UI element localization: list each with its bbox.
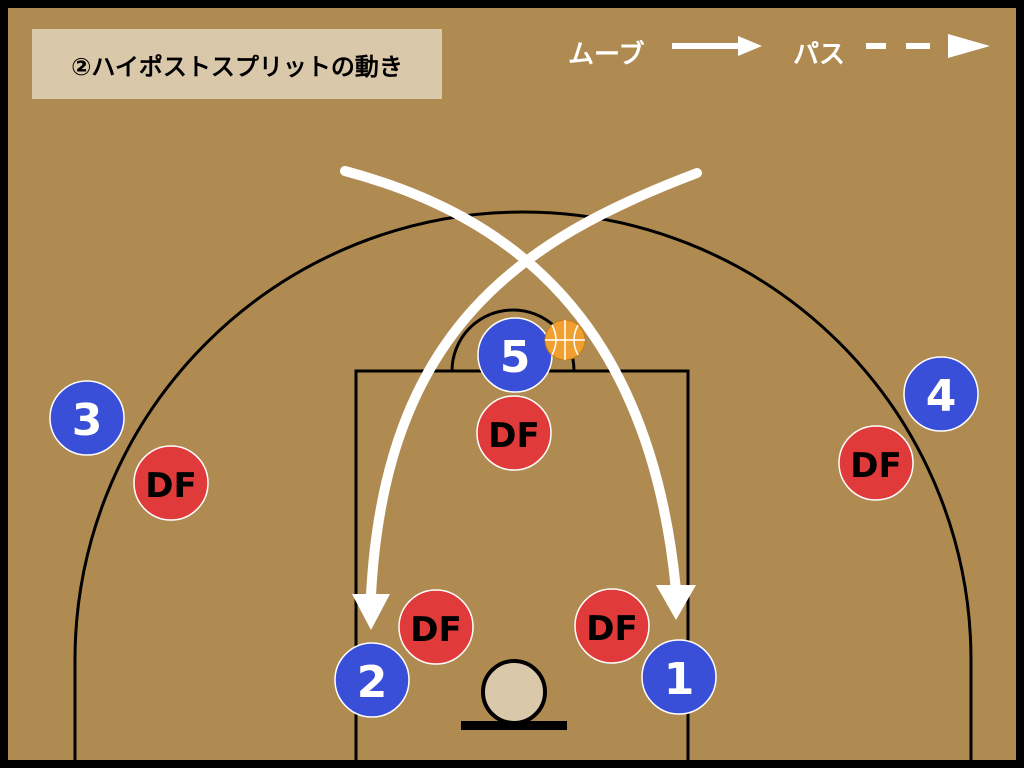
defender-right-post-label: DF xyxy=(586,609,637,649)
move-arrow-4-to-2 xyxy=(366,168,702,600)
legend-move-label: ムーブ xyxy=(568,40,645,70)
offense-player-1-label: 1 xyxy=(664,654,695,705)
offense-player-2: 2 xyxy=(334,642,410,718)
offense-player-2-label: 2 xyxy=(357,657,388,708)
defender-left-post-label: DF xyxy=(410,610,461,650)
defender-right-wing: DF xyxy=(838,425,914,501)
defender-left-wing-label: DF xyxy=(145,466,196,506)
offense-player-5-label: 5 xyxy=(500,332,531,383)
defender-top: DF xyxy=(476,395,552,471)
offense-player-5: 5 xyxy=(477,317,553,393)
backboard xyxy=(461,721,567,730)
offense-player-1: 1 xyxy=(641,639,717,715)
offense-player-4-label: 4 xyxy=(926,371,957,422)
defender-top-label: DF xyxy=(488,416,539,456)
basketball-icon xyxy=(544,319,586,361)
legend-pass-label: パス xyxy=(793,40,846,70)
arrowhead-2 xyxy=(352,594,390,630)
dashed-arrow-icon xyxy=(948,34,990,58)
arrowhead-1 xyxy=(656,585,696,620)
diagram-title: ②ハイポストスプリットの動き xyxy=(71,52,403,81)
solid-arrow-icon xyxy=(738,36,762,56)
defender-left-post: DF xyxy=(398,589,474,665)
defender-left-wing: DF xyxy=(133,445,209,521)
rim xyxy=(481,659,547,725)
three-point-line xyxy=(73,210,973,760)
offense-player-3-label: 3 xyxy=(72,395,103,446)
offense-player-4: 4 xyxy=(903,356,979,432)
title-box: ②ハイポストスプリットの動き xyxy=(32,29,442,99)
offense-player-3: 3 xyxy=(49,380,125,456)
defender-right-wing-label: DF xyxy=(850,446,901,486)
move-arrow-5-to-1 xyxy=(340,166,681,595)
defender-right-post: DF xyxy=(574,588,650,664)
